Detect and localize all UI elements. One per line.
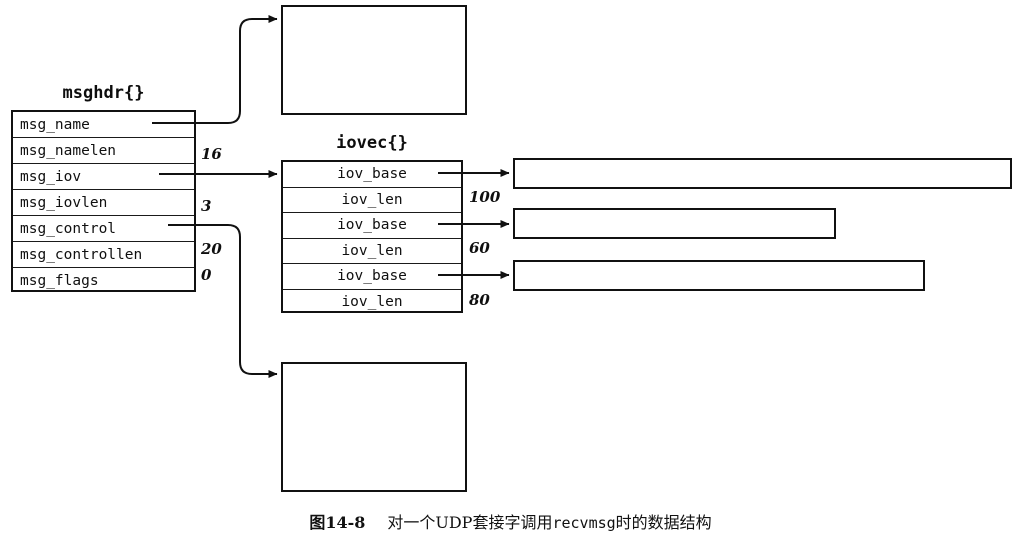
arrow-msg-name-to-name-buffer xyxy=(152,15,278,124)
msghdr-value-msg-controllen: 20 xyxy=(201,240,222,258)
msghdr-title: msghdr{} xyxy=(62,83,145,103)
figure-caption-mono: recvmsg xyxy=(552,514,616,532)
iovec-field-iov-base-0: iov_base xyxy=(283,162,461,188)
msghdr-struct: msg_name msg_namelen msg_iov msg_iovlen … xyxy=(11,110,196,292)
iovec-field-iov-len-1: iov_len xyxy=(283,239,461,264)
iovec-field-iov-len-0: iov_len xyxy=(283,188,461,213)
msghdr-field-msg-name: msg_name xyxy=(13,112,194,138)
iovec-struct: iov_base iov_len iov_base iov_len iov_ba… xyxy=(281,160,463,313)
data-buffer-box-2 xyxy=(513,208,836,239)
msghdr-value-msg-flags: 0 xyxy=(201,266,212,284)
figure-caption-text-before: 对一个UDP套接字调用 xyxy=(387,513,553,532)
control-buffer-box xyxy=(281,362,467,492)
figure-caption: 图14-8 对一个UDP套接字调用recvmsg时的数据结构 xyxy=(0,509,1021,533)
msghdr-value-msg-iovlen: 3 xyxy=(201,197,212,215)
iovec-field-iov-base-1: iov_base xyxy=(283,213,461,239)
msghdr-field-msg-iov: msg_iov xyxy=(13,164,194,190)
data-buffer-box-1 xyxy=(513,158,1012,189)
figure-caption-number: 图14-8 xyxy=(309,513,366,532)
iovec-field-iov-base-2: iov_base xyxy=(283,264,461,290)
iovec-value-iov-len-2: 80 xyxy=(469,291,490,309)
msghdr-field-msg-controllen: msg_controllen xyxy=(13,242,194,268)
data-buffer-box-3 xyxy=(513,260,925,291)
msghdr-field-msg-iovlen: msg_iovlen xyxy=(13,190,194,216)
iovec-value-iov-len-0: 100 xyxy=(469,188,501,206)
iovec-value-iov-len-1: 60 xyxy=(469,239,490,257)
iovec-title: iovec{} xyxy=(336,133,408,153)
iovec-field-iov-len-2: iov_len xyxy=(341,294,403,311)
msghdr-value-msg-namelen: 16 xyxy=(201,145,222,163)
msghdr-field-msg-control: msg_control xyxy=(13,216,194,242)
msghdr-field-msg-namelen: msg_namelen xyxy=(13,138,194,164)
name-buffer-box xyxy=(281,5,467,115)
msghdr-field-msg-flags: msg_flags xyxy=(20,273,99,289)
figure-caption-text-after: 时的数据结构 xyxy=(615,513,712,532)
